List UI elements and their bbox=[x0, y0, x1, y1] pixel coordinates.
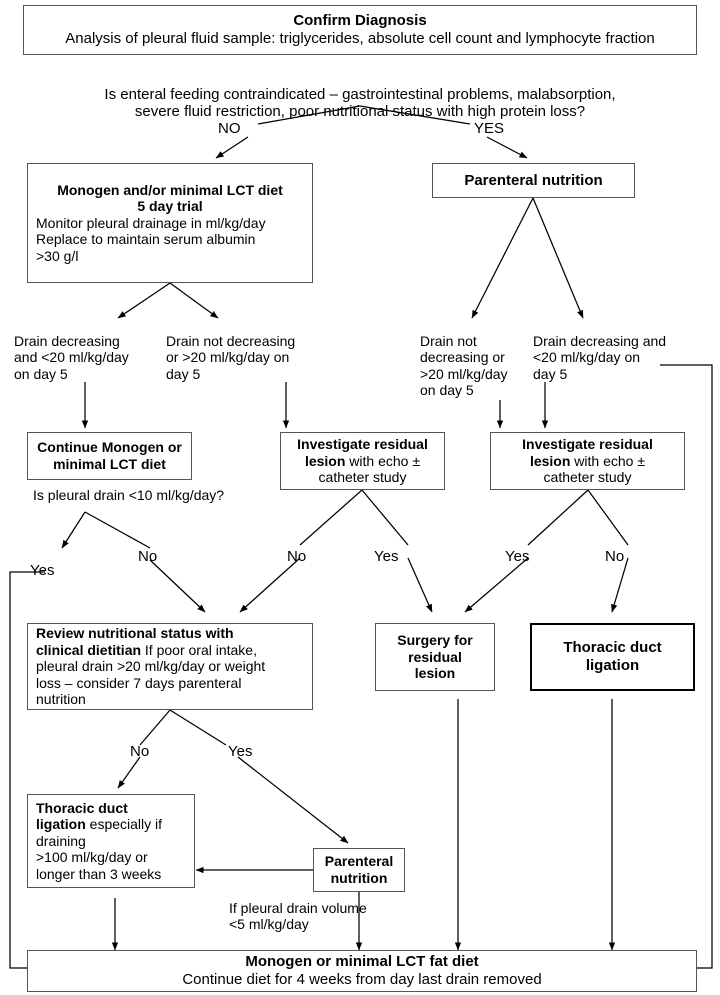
final-line-2: Continue diet for 4 weeks from day last … bbox=[182, 971, 542, 988]
box-thoracic-duct-ligation-right: Thoracic duct ligation bbox=[530, 623, 695, 691]
final-line-1: Monogen or minimal LCT fat diet bbox=[245, 953, 479, 971]
monogen-line-3: Monitor pleural drainage in ml/kg/day bbox=[36, 214, 266, 231]
box-thoracic-duct-ligation-left: Thoracic duct ligation especially if dra… bbox=[27, 794, 195, 888]
investigate-mid-line-3: catheter study bbox=[318, 469, 407, 486]
box-final-monogen-diet: Monogen or minimal LCT fat diet Continue… bbox=[27, 950, 697, 992]
question-line-2: severe fluid restriction, poor nutrition… bbox=[134, 103, 586, 121]
header-title: Confirm Diagnosis bbox=[293, 12, 427, 30]
thoracic-left-line-2: ligation especially if bbox=[36, 816, 186, 833]
thoracic-left-bold-1: Thoracic duct bbox=[36, 799, 128, 816]
monogen-line-2: 5 day trial bbox=[137, 198, 203, 215]
branch-label-yes-upper: YES bbox=[474, 120, 505, 137]
investigate-mid-bold-1: Investigate residual bbox=[297, 436, 428, 453]
thoracic-left-line-3: draining bbox=[36, 832, 86, 849]
monogen-line-1: Monogen and/or minimal LCT diet bbox=[57, 181, 283, 198]
branch-label-yes-left-loop: Yes bbox=[30, 562, 55, 579]
investigate-right-line-1: Investigate residual bbox=[491, 436, 684, 453]
header-box: Confirm Diagnosis Analysis of pleural fl… bbox=[23, 5, 697, 55]
investigate-mid-bold-2: lesion bbox=[304, 452, 346, 469]
surgery-line-1: Surgery for bbox=[397, 632, 473, 649]
investigate-right-line-3: catheter study bbox=[543, 469, 632, 486]
review-line-5: nutrition bbox=[36, 691, 86, 708]
box-continue-monogen: Continue Monogen or minimal LCT diet bbox=[27, 432, 192, 480]
thoracic-right-line-1: Thoracic duct bbox=[563, 639, 662, 657]
review-line-3: pleural drain >20 ml/kg/day or weight bbox=[36, 658, 266, 675]
thoracic-left-rest-2: especially if bbox=[85, 816, 163, 833]
branch-label-no-mid: No bbox=[287, 548, 307, 565]
branch-label-no-lower: No bbox=[130, 743, 150, 760]
surgery-line-3: lesion bbox=[414, 665, 456, 682]
investigate-mid-line-2: lesion with echo ± bbox=[281, 453, 444, 470]
parenteral-lower-line-1: Parenteral bbox=[324, 853, 394, 870]
box-investigate-residual-lesion-right: Investigate residual lesion with echo ± … bbox=[490, 432, 685, 490]
continue-monogen-line-1: Continue Monogen or bbox=[37, 439, 182, 456]
surgery-line-2: residual bbox=[408, 648, 462, 665]
box-investigate-residual-lesion-mid: Investigate residual lesion with echo ± … bbox=[280, 432, 445, 490]
edge-label-if-pleural-volume: If pleural drain volume <5 ml/kg/day bbox=[229, 900, 367, 933]
header-subtitle: Analysis of pleural fluid sample: trigly… bbox=[65, 30, 655, 47]
thoracic-left-line-5: longer than 3 weeks bbox=[36, 865, 162, 882]
edge-label-drain-decreasing-left: Drain decreasing and <20 ml/kg/day on da… bbox=[14, 333, 129, 382]
branch-label-yes-mid: Yes bbox=[374, 548, 399, 565]
thoracic-left-line-4: >100 ml/kg/day or bbox=[36, 849, 148, 866]
edge-label-drain-not-decreasing-left: Drain not decreasing or >20 ml/kg/day on… bbox=[166, 333, 296, 382]
box-parenteral-nutrition-lower: Parenteral nutrition bbox=[313, 848, 405, 892]
thoracic-left-bold-2: ligation bbox=[36, 816, 86, 833]
monogen-line-5: >30 g/l bbox=[36, 247, 79, 264]
review-line-2: clinical dietitian If poor oral intake, bbox=[36, 642, 304, 659]
box-review-nutritional-status: Review nutritional status with clinical … bbox=[27, 623, 313, 710]
investigate-mid-line-1: Investigate residual bbox=[281, 436, 444, 453]
thoracic-right-line-2: ligation bbox=[585, 657, 640, 674]
review-bold-1: Review nutritional status with bbox=[36, 625, 234, 642]
question-enteral-feeding: Is enteral feeding contraindicated – gas… bbox=[60, 68, 660, 121]
edge-label-drain-not-decreasing-right: Drain not decreasing or >20 ml/kg/day on… bbox=[420, 333, 508, 399]
monogen-line-4: Replace to maintain serum albumin bbox=[36, 231, 256, 248]
review-rest-2: If poor oral intake, bbox=[141, 641, 257, 658]
branch-label-no-upper: NO bbox=[218, 120, 241, 137]
parenteral-lower-line-2: nutrition bbox=[330, 870, 388, 886]
parenteral-top-line-1: Parenteral nutrition bbox=[464, 171, 603, 189]
branch-label-yes-lower: Yes bbox=[228, 743, 253, 760]
investigate-right-bold-1: Investigate residual bbox=[522, 436, 653, 453]
investigate-right-rest-2: with echo ± bbox=[570, 452, 646, 469]
review-line-1: Review nutritional status with bbox=[36, 625, 304, 642]
edge-label-is-pleural-drain: Is pleural drain <10 ml/kg/day? bbox=[33, 487, 225, 503]
box-parenteral-nutrition-top: Parenteral nutrition bbox=[432, 163, 635, 198]
thoracic-left-line-1: Thoracic duct bbox=[36, 800, 186, 817]
review-line-4: loss – consider 7 days parenteral bbox=[36, 674, 242, 691]
question-line-1: Is enteral feeding contraindicated – gas… bbox=[104, 85, 616, 103]
branch-label-no-left: No bbox=[138, 548, 158, 565]
branch-label-yes-right: Yes bbox=[505, 548, 530, 565]
box-monogen-trial: Monogen and/or minimal LCT diet 5 day tr… bbox=[27, 163, 313, 283]
continue-monogen-line-2: minimal LCT diet bbox=[53, 456, 166, 472]
investigate-right-line-2: lesion with echo ± bbox=[491, 453, 684, 470]
box-surgery-residual-lesion: Surgery for residual lesion bbox=[375, 623, 495, 691]
branch-label-no-right: No bbox=[605, 548, 625, 565]
edge-label-drain-decreasing-right: Drain decreasing and <20 ml/kg/day on da… bbox=[533, 333, 667, 382]
investigate-right-bold-2: lesion bbox=[529, 452, 571, 469]
investigate-mid-rest-2: with echo ± bbox=[345, 452, 421, 469]
review-bold-2: clinical dietitian bbox=[36, 641, 142, 658]
